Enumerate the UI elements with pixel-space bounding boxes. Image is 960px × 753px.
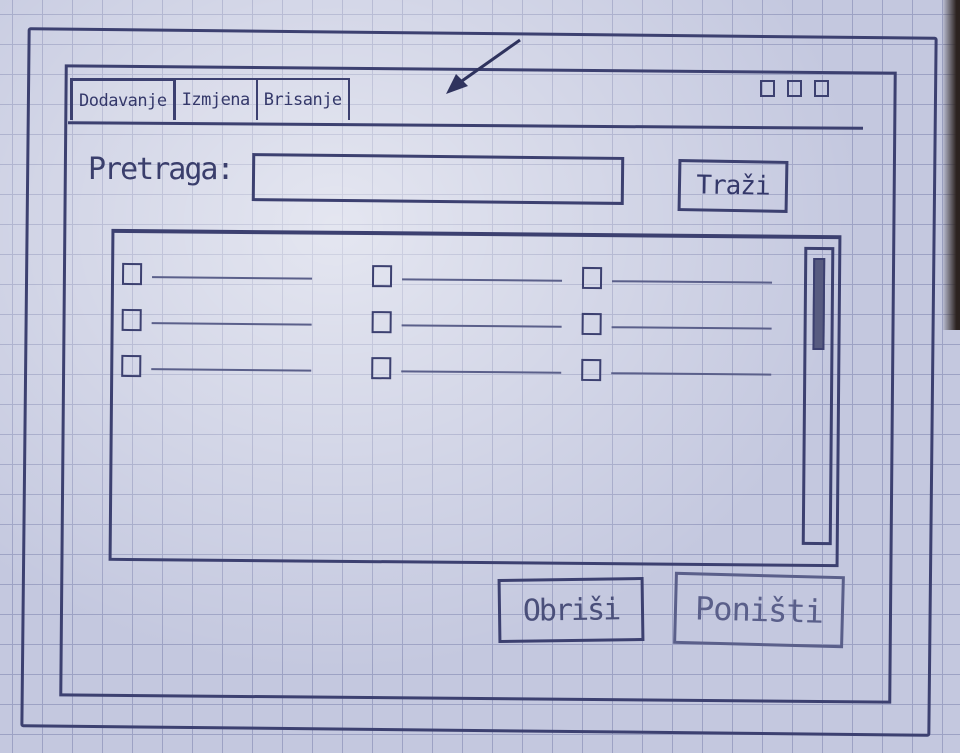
list-item: ~~~~~~~~~~ bbox=[121, 261, 372, 289]
list-item-checkbox[interactable] bbox=[581, 312, 602, 336]
tab-dodavanje[interactable]: Dodavanje bbox=[70, 78, 176, 120]
list-item-label: ~~~~~~~~~~ bbox=[151, 316, 312, 326]
search-label: Pretraga: bbox=[88, 152, 235, 187]
list-item: ~~~~~~~~~~ bbox=[371, 355, 581, 383]
tab-brisanje[interactable]: Brisanje bbox=[255, 78, 350, 120]
close-icon[interactable] bbox=[814, 80, 829, 97]
list-item-checkbox[interactable] bbox=[371, 357, 392, 380]
delete-button[interactable]: Obriši bbox=[497, 576, 645, 644]
vertical-scrollbar[interactable] bbox=[801, 246, 835, 546]
list-item-label: ~~~~~~~~~~ bbox=[611, 366, 772, 376]
results-list: ~~~~~~~~~~ ~~~~~~~~~~ ~~~~~~~~~~ ~~~~~~~… bbox=[121, 261, 792, 385]
photo-edge-shadow bbox=[942, 0, 960, 330]
scrollbar-thumb[interactable] bbox=[812, 257, 826, 351]
list-item-label: ~~~~~~~~~~ bbox=[152, 270, 313, 280]
list-item-checkbox[interactable] bbox=[121, 262, 143, 286]
list-item-checkbox[interactable] bbox=[121, 308, 142, 332]
minimize-icon[interactable] bbox=[760, 80, 775, 97]
search-button[interactable]: Traži bbox=[677, 159, 789, 213]
list-item-checkbox[interactable] bbox=[371, 265, 393, 288]
list-item-label: ~~~~~~~~~~ bbox=[151, 362, 312, 372]
cancel-button[interactable]: Poništi bbox=[673, 571, 845, 649]
tab-bar: Dodavanje Izmjena Brisanje bbox=[70, 78, 350, 124]
list-item: ~~~~~~~~~~ bbox=[581, 357, 791, 385]
list-item-label: ~~~~~~~~~~ bbox=[402, 272, 563, 282]
list-item: ~~~~~~~~~~ bbox=[121, 353, 371, 381]
list-item: ~~~~~~~~~~ bbox=[581, 311, 792, 339]
list-item: ~~~~~~~~~~ bbox=[581, 265, 792, 293]
list-item-checkbox[interactable] bbox=[581, 266, 603, 290]
results-list-panel: ~~~~~~~~~~ ~~~~~~~~~~ ~~~~~~~~~~ ~~~~~~~… bbox=[108, 228, 842, 568]
list-item-checkbox[interactable] bbox=[371, 311, 392, 334]
maximize-icon[interactable] bbox=[787, 80, 802, 97]
list-item-label: ~~~~~~~~~~ bbox=[611, 320, 772, 330]
list-item-checkbox[interactable] bbox=[581, 358, 602, 382]
arrow-icon bbox=[446, 38, 521, 94]
list-item: ~~~~~~~~~~ bbox=[121, 307, 372, 335]
list-item-label: ~~~~~~~~~~ bbox=[401, 318, 562, 328]
list-item-label: ~~~~~~~~~~ bbox=[401, 364, 562, 374]
tab-izmjena[interactable]: Izmjena bbox=[173, 78, 258, 120]
list-item: ~~~~~~~~~~ bbox=[371, 309, 582, 337]
list-item-checkbox[interactable] bbox=[121, 354, 142, 378]
search-input[interactable] bbox=[251, 153, 625, 205]
list-item-label: ~~~~~~~~~~ bbox=[612, 274, 773, 284]
list-item: ~~~~~~~~~~ bbox=[371, 263, 582, 291]
window-controls bbox=[760, 80, 829, 97]
